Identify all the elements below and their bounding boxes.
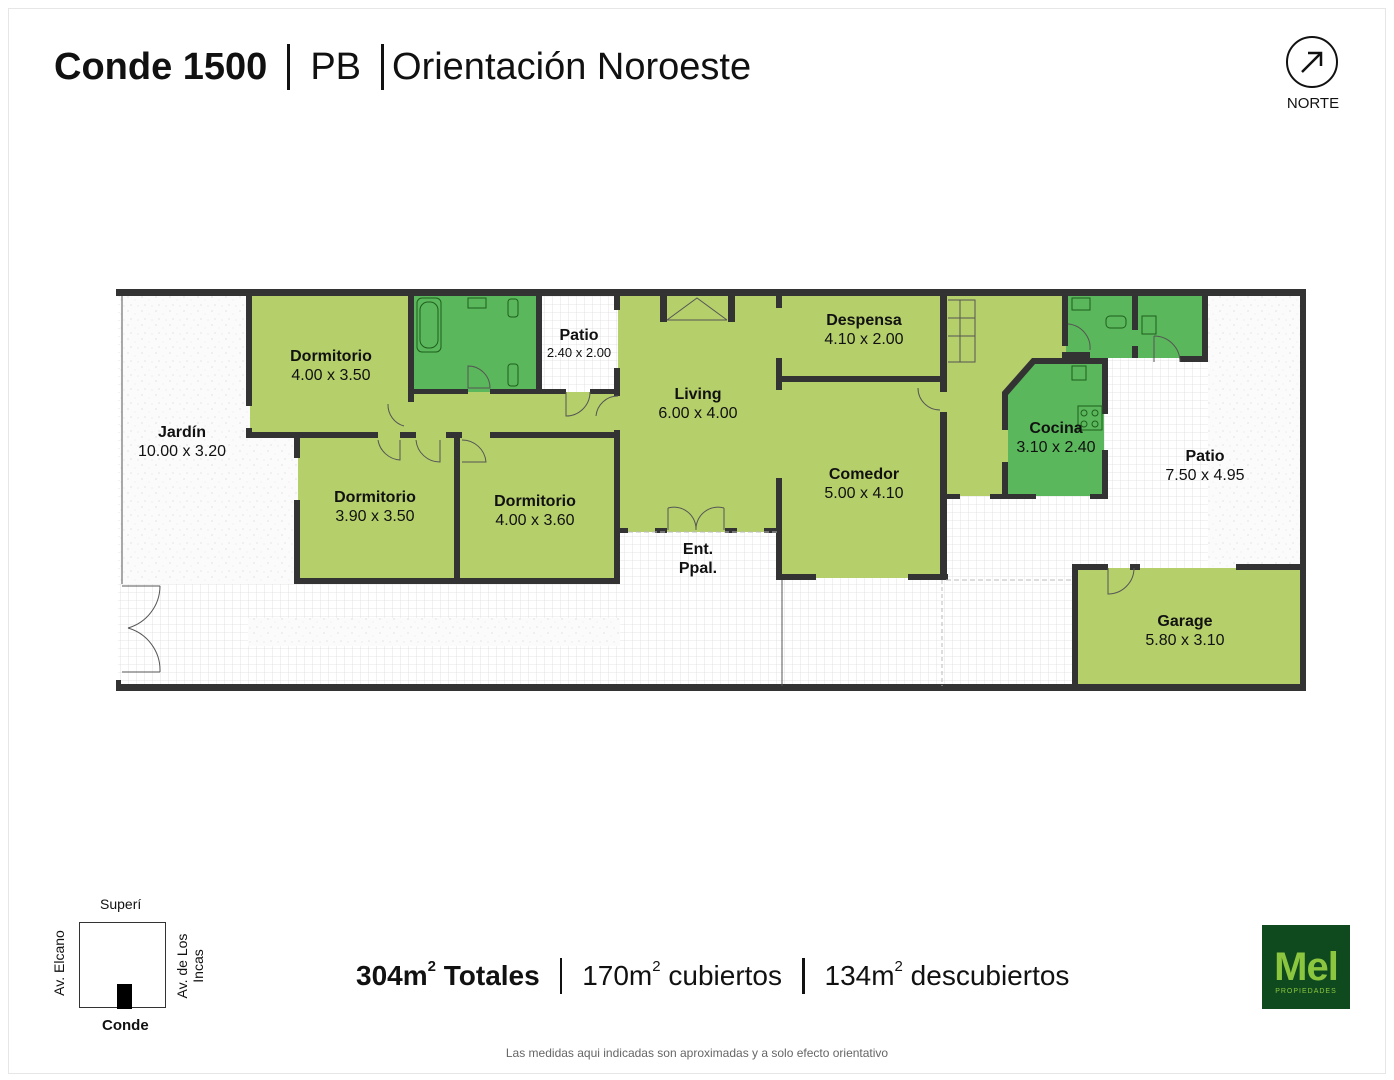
totals-divider bbox=[559, 958, 563, 994]
logo-wordmark: Mel bbox=[1274, 945, 1339, 989]
totals-divider bbox=[802, 958, 805, 994]
uncovered-area: 134m2 descubiertos bbox=[824, 958, 1070, 991]
address: Conde 1500 bbox=[54, 45, 268, 88]
location-street-left: Av. Elcano bbox=[51, 930, 67, 996]
area-totals: 304m2 Totales 170m2 cubiertos 134m2 desc… bbox=[356, 958, 1069, 994]
location-lot-marker bbox=[117, 984, 132, 1009]
logo-subtitle: PROPIEDADES bbox=[1275, 988, 1337, 995]
disclaimer: Las medidas aqui indicadas son aproximad… bbox=[505, 1046, 889, 1060]
covered-area: 170m2 cubiertos bbox=[582, 958, 782, 991]
location-street-top: Superí bbox=[100, 896, 142, 912]
location-street-bottom: Conde bbox=[102, 1017, 149, 1034]
north-label: NORTE bbox=[1286, 95, 1340, 112]
page-title: Conde 1500 PB Orientación Noroeste bbox=[54, 44, 751, 90]
total-area: 304m2 Totales bbox=[356, 958, 540, 991]
location-street-right: Av. de Los Incas bbox=[174, 933, 206, 999]
orientation-label: Orientación Noroeste bbox=[392, 45, 752, 88]
title-divider bbox=[287, 44, 291, 90]
brand-logo: Mel PROPIEDADES bbox=[1262, 925, 1350, 1009]
page-frame bbox=[8, 8, 1386, 1074]
north-arrow-icon bbox=[1286, 36, 1338, 88]
room-entrada-principal: Ent.Ppal. bbox=[678, 541, 718, 577]
title-divider bbox=[381, 44, 385, 90]
floor-label: PB bbox=[310, 45, 362, 88]
